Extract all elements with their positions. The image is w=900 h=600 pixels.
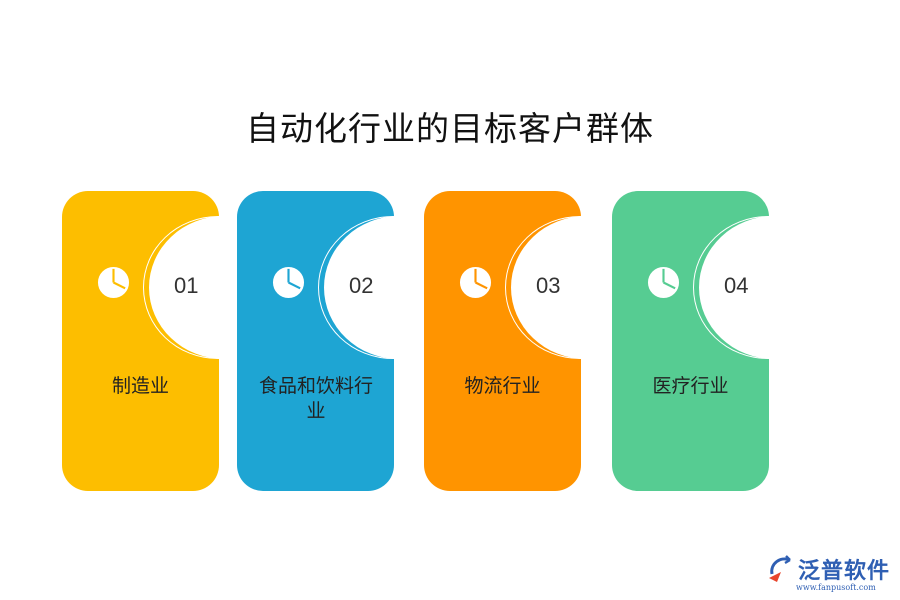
- card-number: 04: [724, 273, 749, 298]
- card-label: 食品和饮料行业: [258, 375, 373, 422]
- segment-card-manufacturing: 01 制造业: [62, 191, 219, 491]
- pie-chart-icon: [97, 266, 130, 299]
- card-number: 01: [174, 273, 199, 298]
- card-number: 02: [349, 273, 374, 298]
- logo-brand-text: 泛普软件: [798, 559, 891, 584]
- card-label: 制造业: [111, 375, 169, 397]
- card-number: 03: [536, 273, 561, 298]
- pie-chart-icon: [647, 266, 680, 299]
- segment-card-medical: 04 医疗行业: [612, 191, 769, 491]
- brand-logo: 泛普软件 www.fanpusoft.com: [766, 552, 896, 592]
- card-label: 物流行业: [464, 375, 541, 397]
- logo-mark-icon: [769, 555, 791, 582]
- card-label: 医疗行业: [652, 375, 729, 397]
- pie-chart-icon: [272, 266, 305, 299]
- pie-chart-icon: [459, 266, 492, 299]
- logo-url-text: www.fanpusoft.com: [796, 583, 876, 592]
- segment-card-logistics: 03 物流行业: [424, 191, 581, 491]
- segment-card-food-beverage: 02 食品和饮料行业: [237, 191, 394, 491]
- diagram-title: 自动化行业的目标客户群体: [246, 109, 654, 148]
